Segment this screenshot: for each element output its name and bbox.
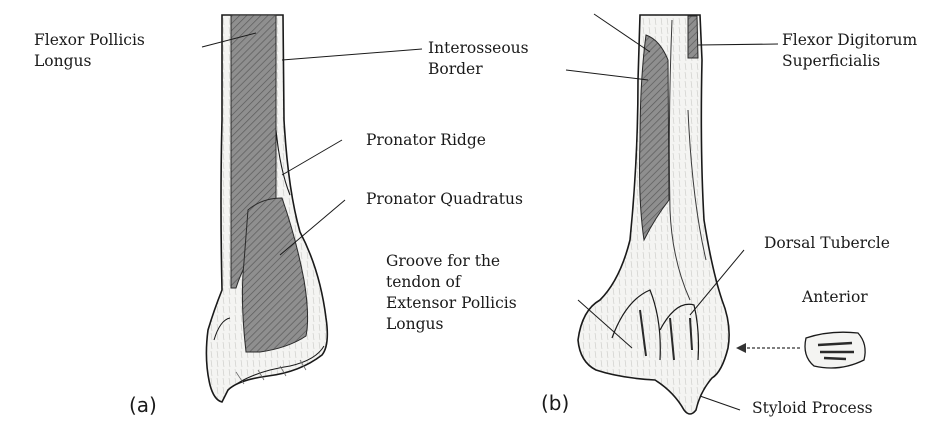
leader-b-top-2: [566, 70, 648, 80]
label-interosseous-border: Interosseous Border: [428, 38, 529, 80]
cross-section-shape: [805, 332, 865, 368]
direction-arrow-head: [736, 343, 746, 353]
leader-flexor-digitorum: [698, 44, 778, 45]
label-line: Flexor Digitorum: [782, 30, 917, 51]
label-styloid-process: Styloid Process: [752, 398, 873, 419]
panel-marker-b: (b): [541, 391, 569, 415]
label-line: Superficialis: [782, 51, 917, 72]
leader-styloid-process: [700, 396, 740, 410]
label-flexor-pollicis-longus: Flexor Pollicis Longus: [34, 30, 145, 72]
label-flexor-digitorum-superficialis: Flexor Digitorum Superficialis: [782, 30, 917, 72]
label-dorsal-tubercle: Dorsal Tubercle: [764, 233, 890, 254]
label-line: Border: [428, 59, 529, 80]
label-groove-extensor-pollicis-longus: Groove for the tendon of Extensor Pollic…: [386, 251, 517, 335]
label-line: Extensor Pollicis: [386, 293, 517, 314]
label-line: Groove for the: [386, 251, 517, 272]
label-line: tendon of: [386, 272, 517, 293]
label-line: Flexor Pollicis: [34, 30, 145, 51]
label-line: Interosseous: [428, 38, 529, 59]
leader-interosseous-border: [282, 49, 422, 60]
label-line: Longus: [386, 314, 517, 335]
label-pronator-quadratus: Pronator Quadratus: [366, 189, 523, 210]
radius-posterior-view: [566, 14, 865, 414]
label-anterior: Anterior: [802, 287, 868, 308]
panel-marker-a: (a): [129, 393, 157, 417]
label-line: Longus: [34, 51, 145, 72]
label-pronator-ridge: Pronator Ridge: [366, 130, 486, 151]
leader-pronator-ridge: [282, 140, 342, 175]
muscle-area-b-lateral: [688, 16, 698, 58]
